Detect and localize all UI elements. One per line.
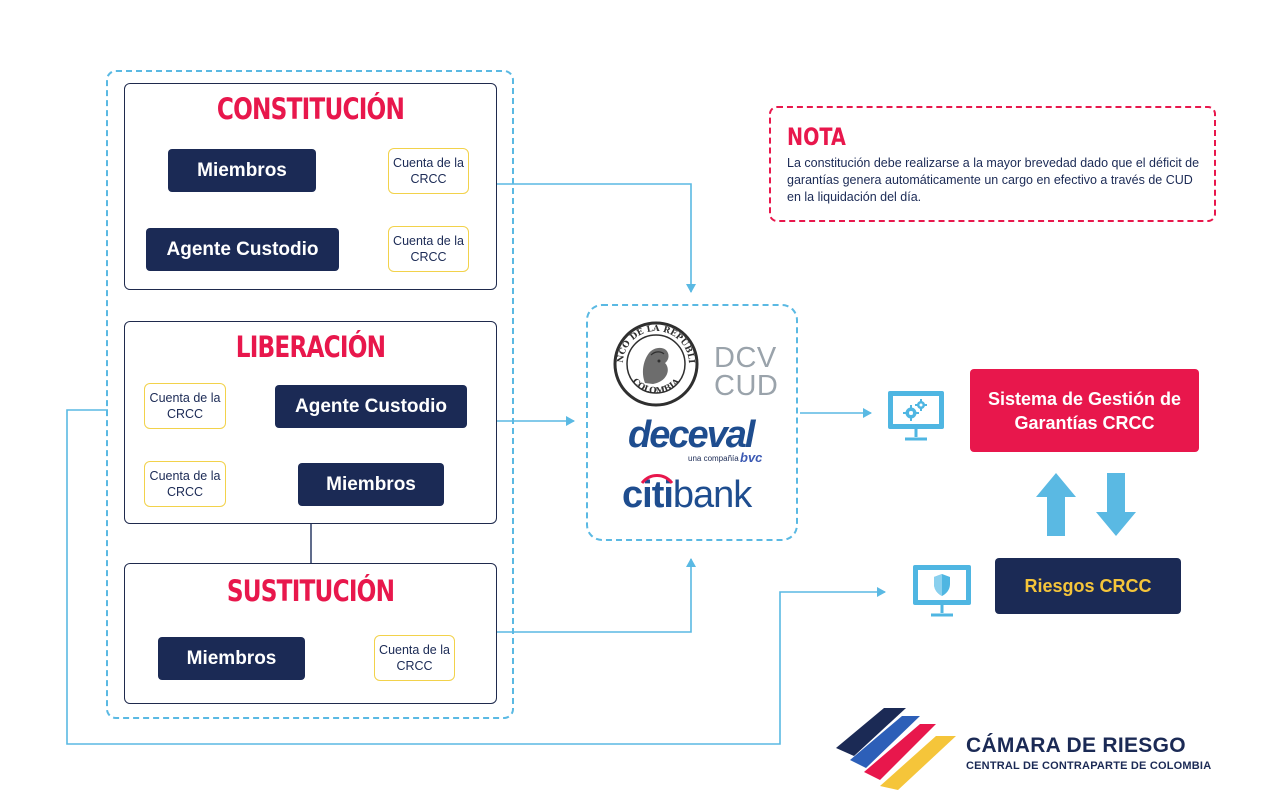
section-title-liberacion: LIBERACIÓN — [235, 330, 386, 364]
banco-republica-seal-icon: BANCO DE LA REPUBLICA COLOMBIA — [613, 321, 699, 407]
account-crcc: Cuenta de la CRCC — [144, 461, 226, 507]
account-crcc: Cuenta de la CRCC — [374, 635, 455, 681]
arrow-down-icon — [1096, 473, 1136, 536]
dcv-line-2: CUD — [714, 370, 779, 402]
account-label: Cuenta de la CRCC — [393, 156, 464, 186]
brand-name: CÁMARA DE RIESGO — [966, 734, 1186, 757]
riesgos-crcc-box[interactable]: Riesgos CRCC — [995, 558, 1181, 614]
citibank-prefix: citi — [622, 474, 674, 516]
entity-miembros[interactable]: Miembros — [298, 463, 444, 506]
camara-de-riesgo-logo-icon — [836, 708, 956, 790]
account-crcc: Cuenta de la CRCC — [388, 226, 469, 272]
arrow-up-icon — [1036, 473, 1076, 536]
shield-monitor-icon — [913, 565, 971, 617]
gears-monitor-icon — [888, 391, 944, 441]
account-crcc: Cuenta de la CRCC — [388, 148, 469, 194]
entity-miembros[interactable]: Miembros — [168, 149, 316, 192]
entity-miembros[interactable]: Miembros — [158, 637, 305, 680]
section-title-constitucion: CONSTITUCIÓN — [216, 92, 405, 126]
note-text: La constitución debe realizarse a la may… — [787, 156, 1200, 204]
note-box — [769, 106, 1216, 222]
note-title: NOTA — [787, 123, 846, 151]
account-crcc: Cuenta de la CRCC — [144, 383, 226, 429]
bvc-mark: bvc — [740, 450, 763, 465]
flows-container — [106, 70, 514, 719]
sistema-gestion-garantias-box[interactable]: Sistema de Gestión de Garantías CRCC — [970, 369, 1199, 452]
dcv-label: DCV CUD — [714, 342, 779, 402]
citibank-arc-icon — [640, 474, 674, 484]
account-label: Cuenta de la CRCC — [149, 391, 221, 421]
dcv-line-1: DCV — [714, 342, 777, 374]
account-label: Cuenta de la CRCC — [149, 469, 221, 499]
section-title-sustitucion: SUSTITUCIÓN — [226, 574, 395, 608]
brand-subtitle: CENTRAL DE CONTRAPARTE DE COLOMBIA — [966, 760, 1212, 772]
sgg-label: Sistema de Gestión de Garantías CRCC — [987, 388, 1182, 433]
entity-agente-custodio[interactable]: Agente Custodio — [275, 385, 467, 428]
citibank-logo: citibank — [622, 474, 752, 517]
entity-agente-custodio[interactable]: Agente Custodio — [146, 228, 339, 271]
citibank-suffix: bank — [672, 474, 752, 516]
account-label: Cuenta de la CRCC — [393, 234, 464, 264]
account-label: Cuenta de la CRCC — [379, 643, 450, 673]
deceval-subtitle: una compañía — [688, 454, 739, 463]
deceval-logo: deceval — [628, 414, 755, 456]
